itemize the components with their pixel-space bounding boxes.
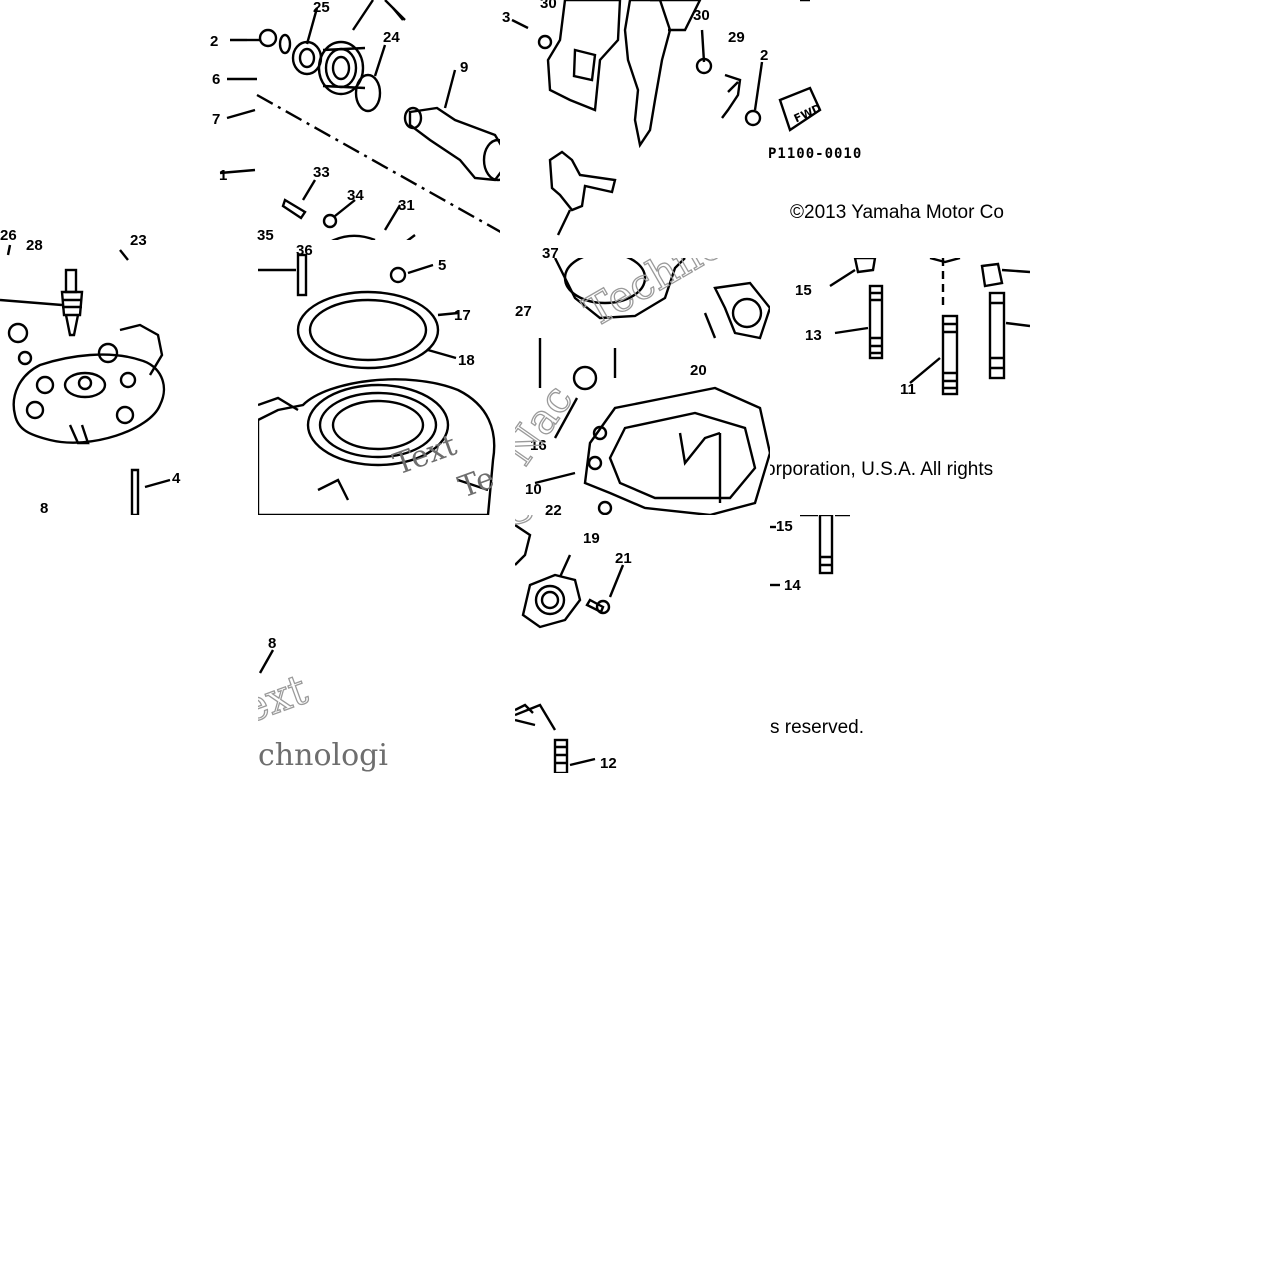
svg-text:26: 26 (0, 227, 17, 244)
svg-text:5: 5 (438, 257, 446, 274)
svg-text:2: 2 (210, 33, 218, 50)
svg-text:34: 34 (347, 187, 364, 204)
svg-text:16: 16 (530, 437, 547, 454)
diagram-tile-stud-14: 15 14 s reserved. (770, 515, 1030, 773)
cylinder-and-gaskets-drawing: 36 5 17 18 Text Te (258, 242, 499, 515)
thermostat-cover-drawing: 19 21 12 Sogi (515, 515, 632, 773)
svg-text:30: 30 (693, 7, 710, 24)
cover-and-bracket-drawing: 3 30 30 29 2 37 FWD (502, 0, 824, 258)
svg-text:19: 19 (583, 530, 600, 547)
diagram-tile-cylinder-gasket: 36 5 17 18 Text Te (258, 240, 515, 515)
svg-text:14: 14 (784, 577, 801, 594)
svg-text:21: 21 (615, 550, 632, 567)
diagram-tile-top-left: 25 2 6 7 1 24 9 33 34 31 32 35 (205, 0, 515, 258)
copyright-line-1: ©2013 Yamaha Motor Co (790, 202, 1004, 223)
svg-text:1: 1 (219, 167, 227, 184)
svg-text:27: 27 (515, 303, 532, 320)
svg-text:12: 12 (600, 755, 617, 772)
water-pump-assembly-drawing: 25 2 6 7 1 24 9 33 34 31 32 35 (210, 0, 515, 258)
svg-text:22: 22 (545, 502, 562, 515)
svg-text:31: 31 (398, 197, 415, 214)
svg-text:8: 8 (268, 635, 276, 652)
diagram-tile-top-right: 3 30 30 29 2 37 FWD P1100-0010 ©2013 Yam… (500, 0, 1030, 258)
svg-text:6: 6 (212, 71, 220, 88)
svg-text:13: 13 (805, 327, 822, 344)
svg-text:17: 17 (454, 307, 471, 324)
svg-text:10: 10 (525, 481, 542, 498)
svg-text:2: 2 (760, 47, 768, 64)
diagram-tile-lower-left: 8 ext chnologi (258, 625, 515, 773)
svg-text:11: 11 (900, 381, 916, 398)
svg-text:Nac: Nac (515, 376, 582, 474)
lower-left-drawing: 8 ext chnologi (258, 635, 388, 773)
studs-drawing: 15 13 11 (795, 258, 1030, 398)
copyright-line-2: orporation, U.S.A. All rights (770, 459, 994, 480)
svg-text:Text: Text (389, 428, 462, 483)
svg-text:35: 35 (257, 227, 274, 244)
svg-text:37: 37 (542, 245, 559, 258)
svg-text:15: 15 (776, 518, 793, 535)
svg-text:30: 30 (540, 0, 557, 12)
svg-text:7: 7 (212, 111, 220, 128)
diagram-tile-studs: 15 13 11 orporation, U.S.A. All rights (770, 258, 1030, 515)
svg-text:8: 8 (40, 500, 48, 515)
copyright-line-3: s reserved. (770, 717, 864, 738)
svg-text:FWD: FWD (792, 101, 824, 125)
svg-text:36: 36 (296, 242, 313, 259)
svg-text:25: 25 (313, 0, 330, 16)
svg-text:9: 9 (460, 59, 468, 76)
part-number-code: P1100-0010 (768, 146, 863, 162)
diagram-tile-cylinder-head: 26 28 23 4 8 (0, 225, 195, 515)
stud-14-drawing: 15 14 (770, 515, 850, 594)
svg-text:15: 15 (795, 282, 812, 299)
svg-text:24: 24 (383, 29, 400, 46)
svg-text:ext: ext (258, 664, 314, 732)
svg-text:28: 28 (26, 237, 43, 254)
svg-text:29: 29 (728, 29, 745, 46)
svg-text:3: 3 (502, 9, 510, 26)
cylinder-head-drawing: 26 28 23 4 8 (0, 227, 181, 515)
svg-text:20: 20 (690, 362, 707, 379)
svg-text:chnologi: chnologi (258, 738, 388, 773)
svg-text:18: 18 (458, 352, 475, 369)
svg-text:33: 33 (313, 164, 330, 181)
svg-text:23: 23 (130, 232, 147, 249)
svg-text:4: 4 (172, 470, 181, 487)
diagram-tile-base-gasket: 27 20 16 10 22 Techno Nac (515, 258, 770, 515)
base-gasket-drawing: 27 20 16 10 22 Techno Nac (515, 258, 770, 515)
diagram-tile-thermostat: 19 21 12 Sogi (515, 515, 770, 773)
